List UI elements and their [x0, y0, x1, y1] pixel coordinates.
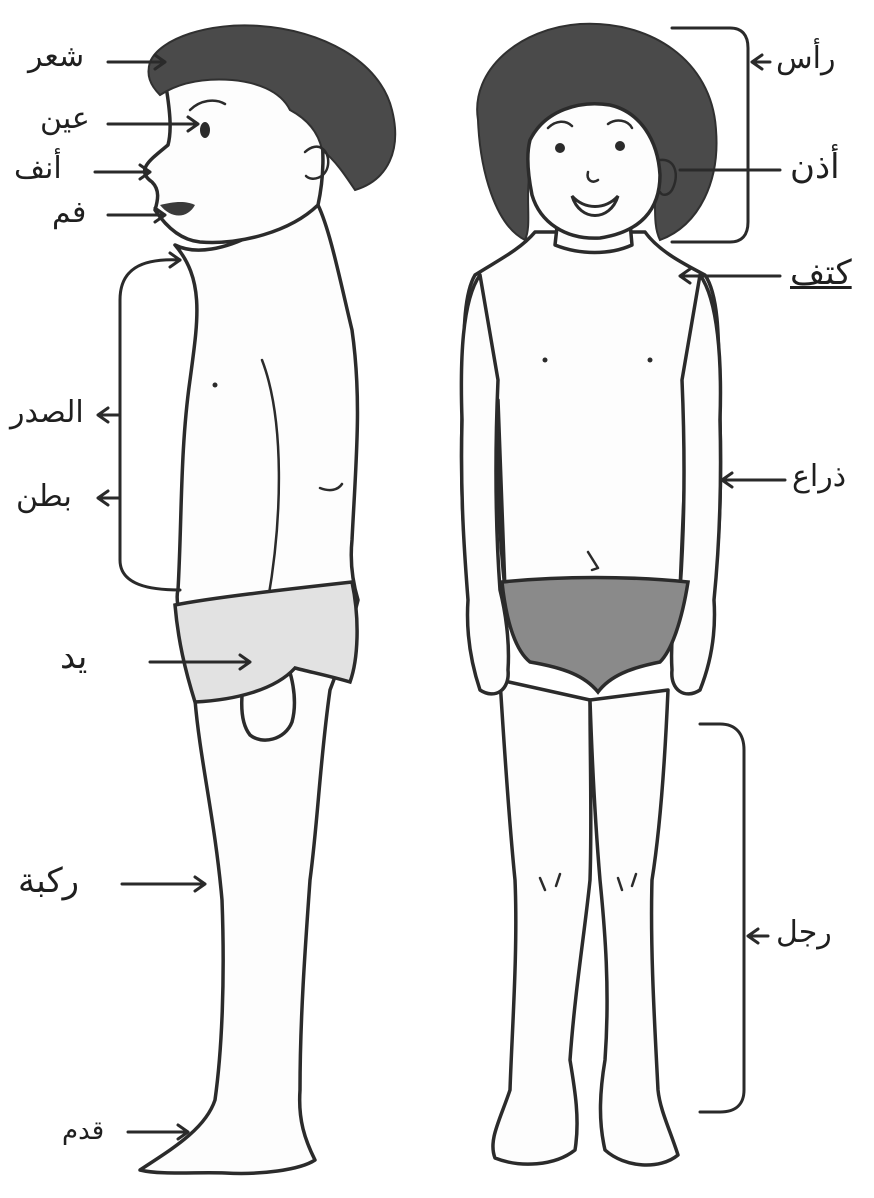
arrow-belly: [98, 491, 120, 505]
arrow-hair: [108, 55, 165, 69]
front-child-face: [528, 104, 660, 238]
label-hair: شعر: [28, 42, 84, 72]
side-view-child: [140, 25, 395, 1173]
label-nose: أنف: [14, 154, 62, 184]
arrow-nose: [95, 165, 150, 179]
label-eye: عين: [40, 104, 90, 134]
arrow-chest: [98, 408, 120, 422]
label-arm: ذراع: [792, 462, 846, 492]
label-leg: رجل: [776, 918, 832, 948]
arrow-leg: [748, 929, 768, 943]
side-child-eye: [200, 122, 210, 138]
arrow-foot: [128, 1125, 188, 1139]
side-child-nipple: [213, 383, 218, 388]
label-chest: الصدر: [10, 398, 84, 428]
label-ear: أذن: [790, 150, 840, 184]
label-belly: بطن: [16, 482, 72, 512]
label-knee: ركبة: [18, 864, 79, 898]
label-shoulder: كتف: [790, 256, 852, 290]
front-view-child: [461, 24, 720, 1165]
arrow-arm: [722, 473, 785, 487]
label-foot: قدم: [62, 1118, 104, 1144]
bracket-leg: [700, 724, 744, 1112]
arrow-head: [752, 55, 770, 69]
front-child-eye-right: [615, 141, 625, 151]
bracket-chest-belly: [120, 260, 180, 590]
label-hand: يد: [60, 640, 87, 674]
front-child-left-leg: [493, 680, 591, 1164]
arrow-knee: [122, 877, 205, 891]
front-child-right-leg: [590, 690, 678, 1165]
front-child-nipple-right: [648, 358, 653, 363]
front-child-eye-left: [555, 143, 565, 153]
front-child-brief: [502, 578, 688, 693]
front-child-nipple-left: [543, 358, 548, 363]
label-head: رأس: [776, 44, 835, 74]
arrow-mouth: [108, 208, 165, 222]
label-mouth: فم: [52, 198, 86, 228]
